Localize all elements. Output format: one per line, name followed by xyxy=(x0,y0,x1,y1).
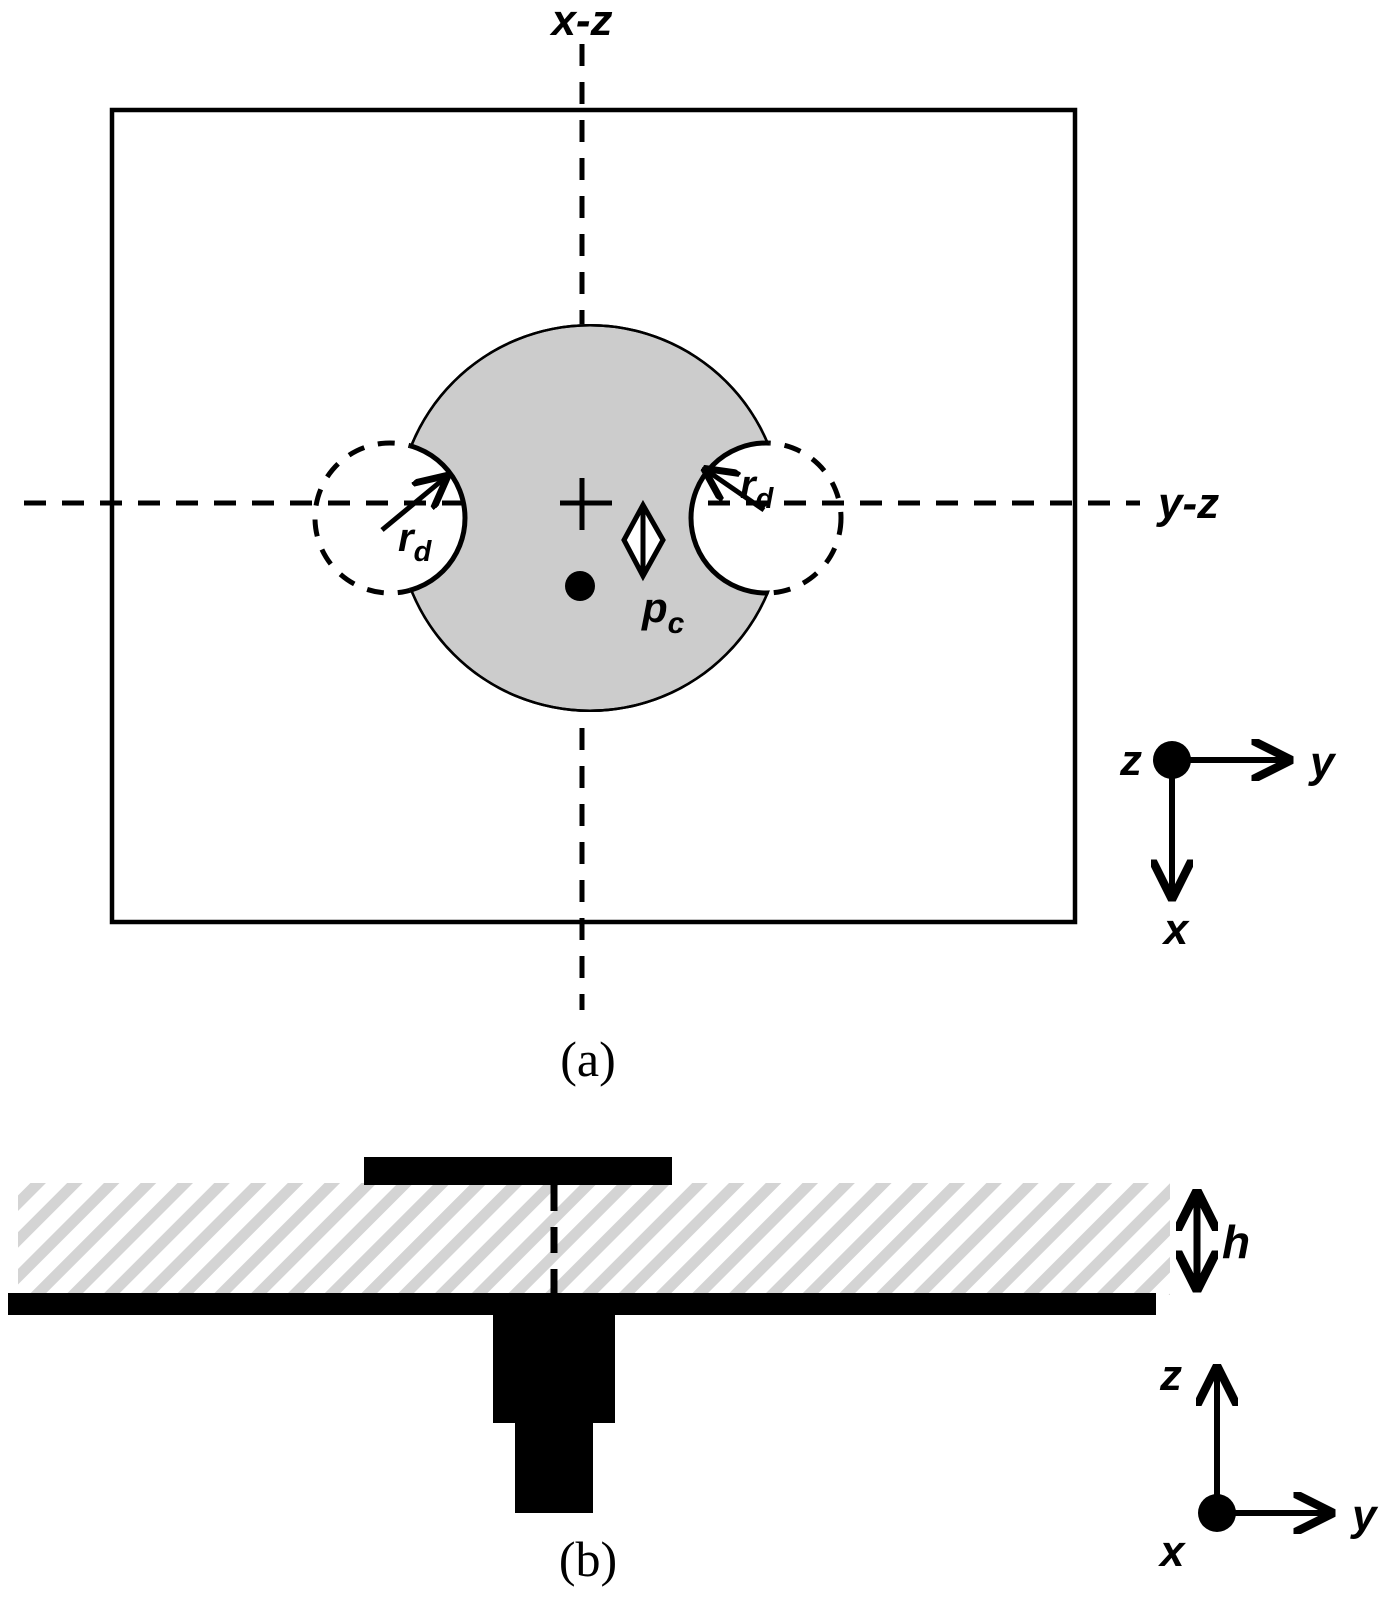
notch-left-radius-arrow xyxy=(380,477,446,532)
ground-plane-outline xyxy=(109,107,1078,925)
substrate-height-dimension: h xyxy=(1197,1194,1250,1287)
panel-a-caption: (a) xyxy=(560,1031,616,1087)
axis-x-label-b: x xyxy=(1158,1527,1186,1576)
panel-b-caption: (b) xyxy=(559,1531,617,1587)
axis-z-label: z xyxy=(1119,736,1142,785)
axis-triad-panel-a: z y x xyxy=(1119,736,1337,954)
notch-left-radius-label: rd xyxy=(398,516,433,568)
substrate-height-label: h xyxy=(1222,1216,1250,1268)
panel-b: h z y x (b) xyxy=(8,1157,1379,1587)
axis-triad-panel-b: z y x xyxy=(1158,1351,1379,1576)
axis-x-label: x xyxy=(1162,905,1190,954)
cut-plane-label-yz: y-z xyxy=(1156,479,1219,528)
notch-right-radius-label: rd xyxy=(740,463,775,515)
probe-diamond-marker xyxy=(621,499,666,582)
axis-y-label-b: y xyxy=(1350,1491,1379,1540)
patch-disc-fill-extent xyxy=(300,300,900,740)
coax-connector-lower-block xyxy=(515,1421,593,1513)
notch-right-radius-arrow xyxy=(706,470,766,513)
coax-connector xyxy=(493,1313,615,1513)
notch-right-dashed-arc xyxy=(688,440,844,596)
cut-plane-label-xz: x-z xyxy=(549,0,612,45)
notch-left-dashed-arc xyxy=(312,440,468,596)
patch-metal-top xyxy=(364,1157,672,1185)
ground-plane-metal xyxy=(8,1293,1156,1315)
coax-connector-upper-block xyxy=(493,1313,615,1423)
panel-a: rd rd pc x-z y-z xyxy=(24,0,1337,1087)
substrate-slab xyxy=(18,1183,1170,1295)
disc-center-crosshair xyxy=(560,478,612,530)
axis-z-label-b: z xyxy=(1159,1351,1182,1400)
axis-y-label: y xyxy=(1308,738,1337,787)
feed-point-label: pc xyxy=(641,584,685,640)
feed-point-dot xyxy=(565,571,595,601)
